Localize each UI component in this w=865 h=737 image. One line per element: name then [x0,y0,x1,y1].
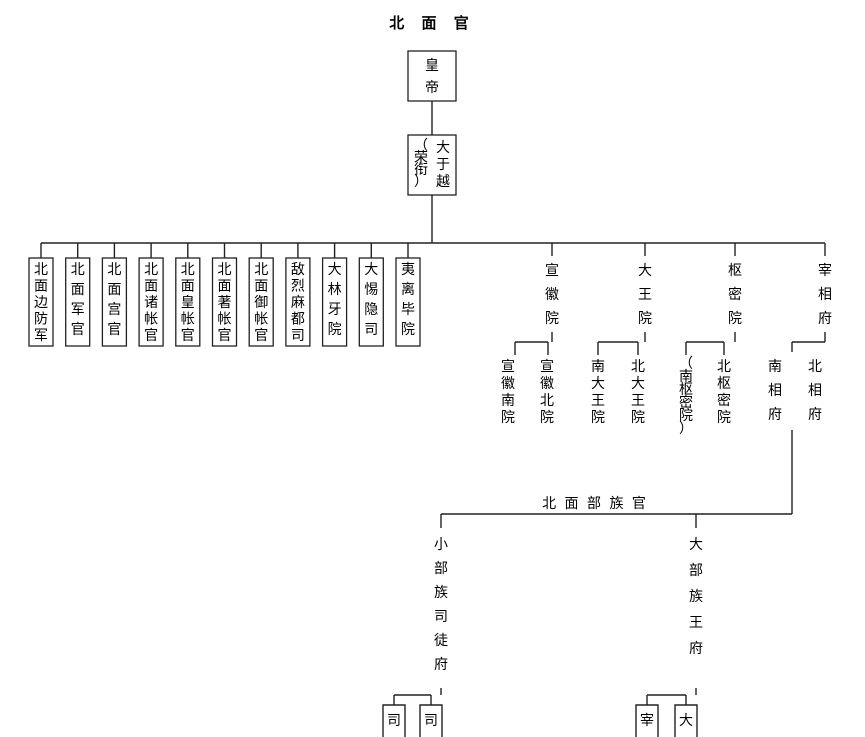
dawang-north: 北大王院 [631,359,645,426]
office-label: 夷离毕院 [401,262,415,338]
shumi-south: （南枢密院） [679,356,693,437]
office-label: 北面边防军 [34,262,48,344]
yuyue-label: 大于越 [436,140,450,190]
office-label: 北面军官 [71,262,85,338]
office-label: 大林牙院 [328,262,342,338]
office-box [101,257,128,347]
bottom-left-box-2 [419,704,443,737]
emperor-box [407,50,457,102]
shumi-label: 枢密院 [728,263,742,327]
office-box [248,257,274,347]
left-offices: 北面边防军 北面军官 北面宫官 北面诸帐官 北面皇帐官 北面著帐官 北面御帐官 敌烈麻都司 大林… [28,243,421,347]
office-box [65,257,91,347]
zaixiang-label: 宰相府 [818,263,832,327]
big-tribe-label: 大部族王府 [689,537,703,657]
office-box [175,257,201,347]
bottom-right-2: 大 [679,713,693,729]
bottom-right-box-1 [635,704,659,737]
tribal-header: 北 面 部 族 官 [542,496,648,512]
zaixiang-north: 北相府 [808,359,822,423]
office-box [285,257,311,347]
emperor-label: 皇帝 [425,58,439,96]
small-tribe-label: 小部族司徒府 [434,537,448,673]
bottom-right-1: 宰 [640,713,654,729]
xuanhui-label: 宣徽院 [545,263,559,327]
bottom-left-box-1 [382,704,406,737]
office-label: 北面皇帐官 [181,262,195,344]
chart-title: 北 面 官 [389,14,474,32]
office-label: 北面宫官 [107,262,121,338]
dawang-label: 大王院 [638,263,652,327]
bottom-left-1: 司 [387,713,401,729]
zaixiang-south: 南相府 [768,359,782,423]
dawang-south: 南大王院 [591,359,605,426]
office-box [211,257,238,347]
bottom-left-2: 司 [424,713,438,729]
office-box [395,257,421,347]
office-box [358,257,384,347]
office-box [138,257,164,347]
office-label: 北面诸帐官 [144,262,158,344]
office-box [321,257,348,347]
office-label: 北面著帐官 [218,262,232,344]
shumi-north: 北枢密院 [717,359,731,426]
office-label: 敌烈麻都司 [291,262,305,344]
bottom-right-box-2 [674,704,698,737]
xuanhui-south: 宣徽南院 [501,359,515,426]
office-label: 北面御帐官 [254,262,268,344]
xuanhui-north: 宣徽北院 [540,359,554,426]
office-label: 大惕隐司 [364,262,378,338]
office-box [28,257,54,347]
yuyue-paren: （荣衔） [414,138,428,190]
